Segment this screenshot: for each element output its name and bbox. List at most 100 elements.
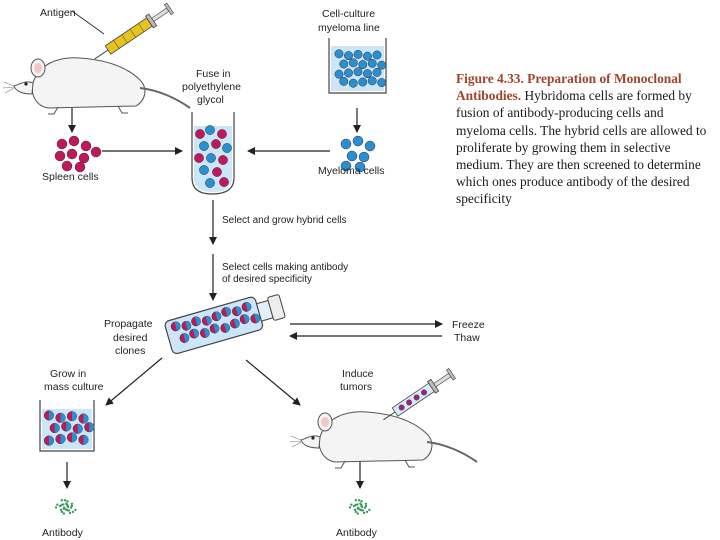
myeloma-cell (334, 69, 344, 79)
antibody-dot (68, 511, 72, 515)
hybrid-cell (209, 323, 220, 334)
select-making-label-2: of desired specificity (222, 274, 312, 285)
arrow-to-mass-culture (105, 357, 163, 406)
antibody-dots-right (348, 499, 371, 515)
grow-label-2: mass culture (44, 381, 104, 393)
hybrid-cell (181, 320, 192, 331)
myeloma-cell (199, 141, 209, 151)
fuse-label-3: glycol (197, 94, 224, 106)
antibody-dot (365, 510, 369, 514)
myeloma-cell (205, 125, 215, 135)
hybrid-cell (49, 422, 60, 434)
antibody-dot (360, 500, 363, 503)
myeloma-cell (206, 153, 216, 163)
antibody-dot (66, 504, 69, 507)
spleen-cell (194, 153, 204, 163)
myeloma-cell (348, 78, 358, 88)
hybrid-cell (78, 434, 89, 445)
myeloma-cell (199, 165, 209, 175)
fusion-tube-cells (194, 125, 232, 188)
myeloma-cell (363, 69, 372, 79)
myeloma-cell (344, 68, 353, 78)
spleen-cell (56, 138, 68, 150)
antibody-dot (56, 503, 59, 506)
antigen-pointer (71, 10, 105, 35)
caption-body: Hybridoma cells are formed by fusion of … (456, 88, 707, 207)
myeloma-cell (339, 59, 349, 69)
myeloma-cell (372, 67, 382, 77)
flask-hybrid-cells (170, 302, 261, 343)
antibody-dot (54, 506, 58, 509)
thaw-label: Thaw (454, 332, 480, 344)
hybrid-cell (230, 318, 240, 329)
hybrid-cell (55, 412, 66, 423)
hybrid-cell (43, 410, 55, 421)
antibody-label-left: Antibody (42, 527, 84, 539)
antibody-dot (357, 499, 361, 502)
antibody-dot (62, 503, 65, 506)
freeze-label: Freeze (452, 319, 485, 331)
propagate-label-3: clones (115, 345, 145, 357)
spleen-cell (195, 129, 205, 139)
antibody-dot (71, 510, 75, 514)
hybrid-cell (170, 321, 181, 332)
myeloma-cell (353, 67, 363, 77)
propagate-label-2: desired (113, 332, 148, 344)
antibody-dot (356, 503, 359, 506)
spleen-cells-label: Spleen cells (42, 171, 99, 183)
antibody-dot (353, 508, 357, 512)
hybrid-cell (221, 307, 231, 317)
antibody-dot (63, 499, 67, 502)
antibody-dots-left (54, 499, 77, 515)
myeloma-cell (222, 143, 232, 153)
myeloma-cell (334, 49, 344, 59)
tumors-label: tumors (340, 381, 372, 393)
hybrid-cell (72, 423, 83, 434)
antigen-label: Antigen (40, 7, 76, 19)
mouse-tumor (289, 410, 478, 469)
hybridoma-syringe-icon (383, 368, 456, 421)
spleen-cell (66, 148, 78, 160)
myeloma-cell (367, 58, 377, 68)
antibody-dot (69, 506, 73, 509)
antibody-dot (363, 506, 367, 509)
spleen-cell (218, 155, 228, 165)
myeloma-cell (348, 58, 358, 68)
myeloma-cell (363, 51, 372, 61)
antibody-dot (350, 503, 353, 506)
caption-title: Figure 4.33. Preparation of Monoclonal A… (456, 71, 682, 104)
spleen-cell (74, 161, 86, 173)
antibody-dot (358, 508, 362, 511)
myeloma-cell (353, 49, 363, 59)
hybrid-cell (84, 422, 95, 433)
myeloma-cell (340, 138, 352, 150)
antibody-dot (74, 508, 77, 512)
hybrid-cell (250, 313, 261, 324)
myeloma-culture-cells (334, 49, 387, 88)
spleen-cell (61, 160, 73, 172)
myeloma-line-label: myeloma line (318, 22, 380, 34)
induce-label: Induce (342, 368, 374, 380)
myeloma-cell (367, 76, 377, 86)
antibody-label-right: Antibody (336, 527, 378, 539)
antibody-dot (62, 506, 66, 509)
antibody-dot (70, 502, 74, 505)
antibody-dot (368, 508, 371, 512)
propagate-label-1: Propagate (104, 318, 153, 330)
antibody-dot (354, 499, 357, 502)
select-making-label-1: Select cells making antibody (222, 262, 348, 273)
myeloma-cell (354, 161, 366, 173)
figure-caption: Figure 4.33. Preparation of Monoclonal A… (456, 70, 714, 208)
antibody-dot (59, 508, 63, 512)
antigen-syringe-icon (94, 2, 174, 60)
hybrid-cell (239, 314, 250, 324)
mouse-immunized (2, 56, 191, 115)
antibody-dot (357, 506, 360, 509)
hybrid-cell (200, 328, 210, 338)
myeloma-cell (377, 60, 387, 70)
myeloma-cells-cluster (340, 135, 376, 173)
cell-culture-label: Cell-culture (322, 8, 375, 20)
myeloma-cell (377, 78, 387, 88)
hybrid-cell (220, 323, 231, 333)
myeloma-cell (352, 135, 364, 147)
